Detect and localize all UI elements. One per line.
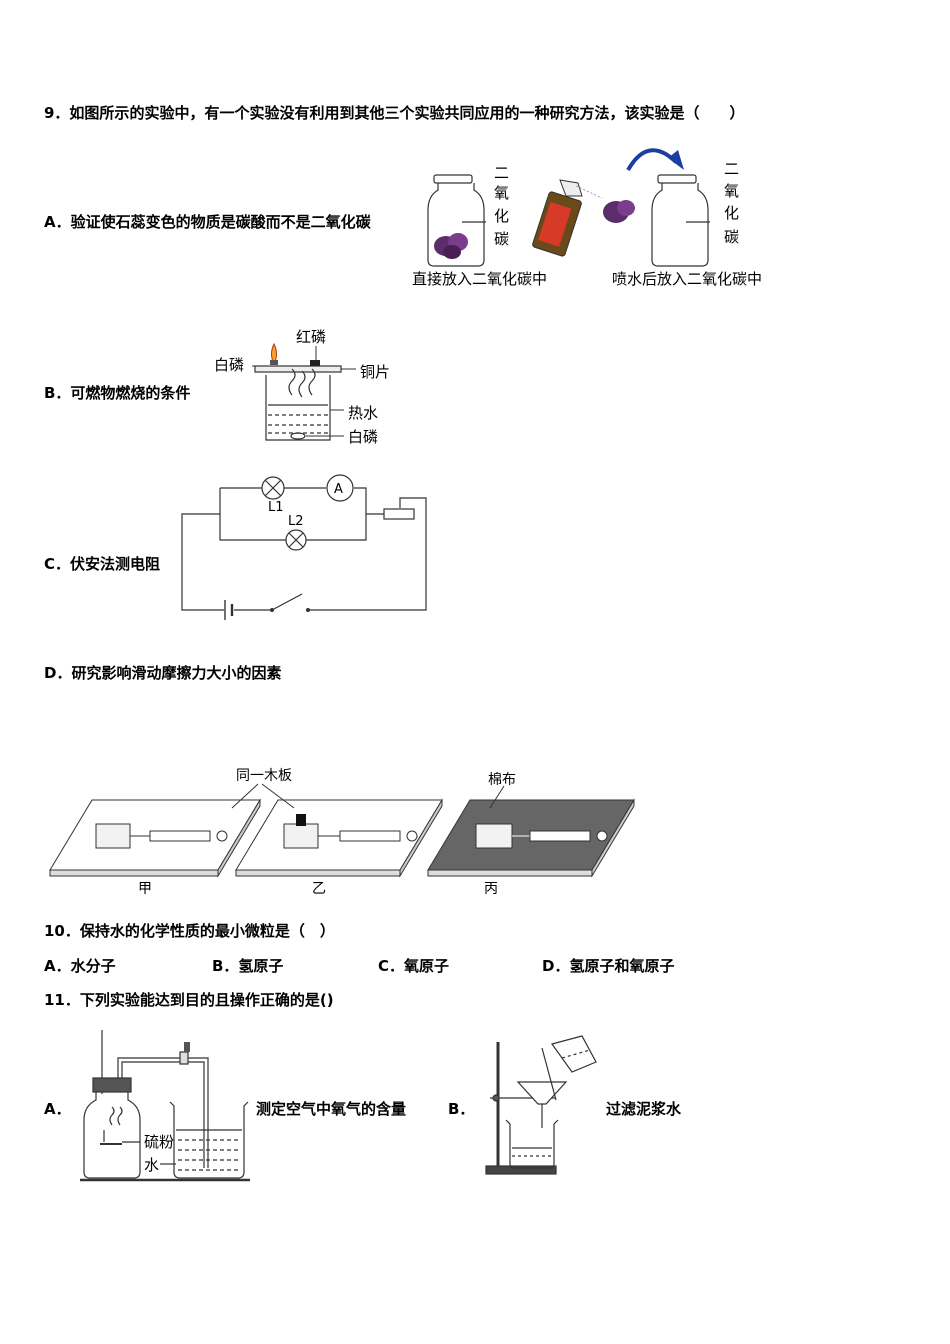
switch-pivot bbox=[270, 608, 274, 612]
q10-option-b[interactable]: B．氢原子 bbox=[212, 957, 284, 975]
clamp-icon bbox=[184, 1042, 190, 1052]
jar-label-left-2: 氧 bbox=[494, 184, 509, 202]
q11-option-a-text[interactable]: 测定空气中氧气的含量 bbox=[256, 1100, 407, 1118]
battery-icon bbox=[224, 600, 234, 620]
label-l2: L2 bbox=[288, 514, 304, 529]
q10-option-d[interactable]: D．氢原子和氧原子 bbox=[542, 957, 675, 975]
jar-label-left-1: 二 bbox=[494, 164, 509, 182]
label-same-board: 同一木板 bbox=[236, 768, 292, 784]
flame-icon bbox=[271, 342, 277, 366]
receiving-beaker bbox=[505, 1119, 559, 1169]
label-yi: 乙 bbox=[312, 881, 326, 897]
purple-flower-left bbox=[434, 233, 468, 259]
label-cotton: 棉布 bbox=[488, 771, 516, 788]
label-hot-water: 热水 bbox=[348, 404, 378, 422]
label-sulfur: 硫粉 bbox=[144, 1133, 174, 1151]
ammeter-label: A bbox=[334, 482, 343, 497]
funnel bbox=[516, 1081, 568, 1105]
caption-right: 喷水后放入二氧化碳中 bbox=[612, 270, 762, 288]
ammeter-icon bbox=[326, 474, 354, 502]
jar-label-left-3: 化 bbox=[494, 207, 509, 225]
q9-stem: 9．如图所示的实验中，有一个实验没有利用到其他三个实验共同应用的一种研究方法，该… bbox=[44, 104, 745, 122]
board-jia bbox=[49, 798, 261, 878]
q11-option-b-letter[interactable]: B． bbox=[448, 1100, 475, 1118]
jar-label-right-4: 碳 bbox=[724, 228, 739, 246]
jar-label-right-2: 氧 bbox=[724, 182, 739, 200]
label-white-phosphorus-bottom: 白磷 bbox=[348, 428, 378, 446]
connecting-tube bbox=[117, 1057, 209, 1168]
iron-stand-base bbox=[485, 1165, 557, 1175]
purple-flower-middle bbox=[603, 200, 635, 223]
q11-option-a-letter[interactable]: A． bbox=[44, 1100, 71, 1118]
q9-option-c[interactable]: C．伏安法测电阻 bbox=[44, 555, 161, 573]
q9-option-d[interactable]: D．研究影响滑动摩擦力大小的因素 bbox=[44, 664, 282, 682]
label-water: 水 bbox=[144, 1156, 159, 1174]
circuit-wires bbox=[181, 487, 427, 611]
red-phosphorus bbox=[310, 360, 320, 366]
q9-option-a[interactable]: A．验证使石蕊变色的物质是碳酸而不是二氧化碳 bbox=[44, 213, 371, 231]
board-yi bbox=[235, 798, 443, 878]
right-jar bbox=[651, 174, 710, 267]
label-bing: 丙 bbox=[484, 881, 498, 897]
q10-option-c[interactable]: C．氧原子 bbox=[378, 957, 450, 975]
lamp-l1-icon bbox=[261, 476, 285, 500]
water-beaker bbox=[169, 1101, 249, 1179]
arrow-head-icon bbox=[668, 150, 684, 170]
label-jia: 甲 bbox=[138, 881, 152, 897]
board-bing bbox=[427, 798, 635, 878]
label-l1: L1 bbox=[268, 500, 284, 515]
jar-label-right-3: 化 bbox=[724, 204, 739, 222]
label-white-phosphorus-top: 白磷 bbox=[214, 356, 244, 374]
label-red-phosphorus: 红磷 bbox=[296, 328, 326, 346]
spray-bottle bbox=[532, 179, 603, 257]
label-copper: 铜片 bbox=[360, 363, 390, 381]
jar-label-right-1: 二 bbox=[724, 160, 739, 178]
q11-option-b-text[interactable]: 过滤泥浆水 bbox=[606, 1100, 682, 1118]
jar-label-left-4: 碳 bbox=[494, 230, 509, 248]
q10-option-a[interactable]: A．水分子 bbox=[44, 957, 116, 975]
switch-contact bbox=[306, 608, 310, 612]
lamp-l2-icon bbox=[285, 529, 307, 551]
q9-option-b[interactable]: B．可燃物燃烧的条件 bbox=[44, 384, 191, 402]
gas-jar bbox=[83, 1092, 141, 1179]
q10-stem: 10．保持水的化学性质的最小微粒是（ ） bbox=[44, 922, 335, 940]
caption-left: 直接放入二氧化碳中 bbox=[412, 270, 547, 288]
stopper bbox=[92, 1077, 132, 1093]
q11-stem: 11．下列实验能达到目的且操作正确的是() bbox=[44, 991, 334, 1009]
left-jar bbox=[427, 174, 486, 267]
beaker bbox=[265, 375, 331, 441]
